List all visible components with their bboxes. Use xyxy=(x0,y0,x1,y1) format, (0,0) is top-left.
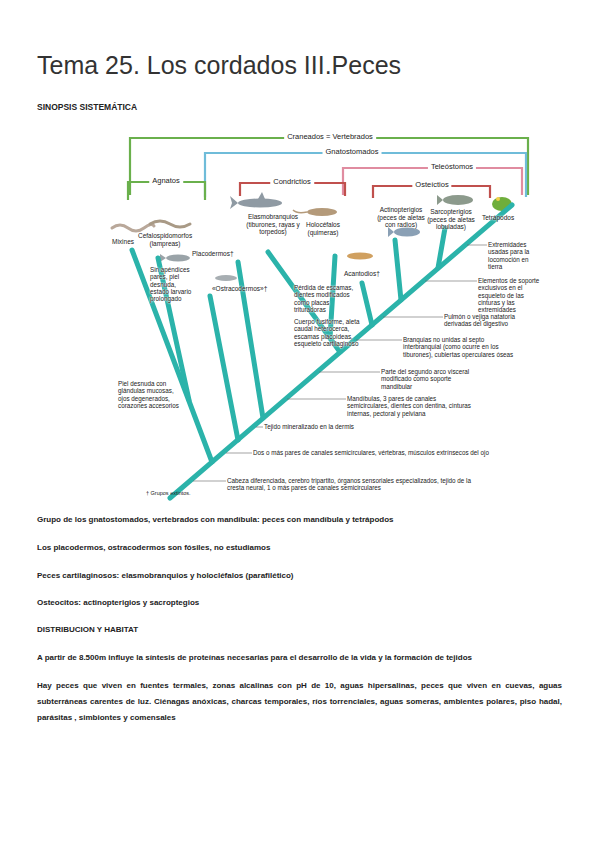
tree-branch xyxy=(362,283,372,325)
shark-sketch xyxy=(238,199,282,208)
leader-line xyxy=(319,372,380,373)
bracket-line xyxy=(205,153,526,197)
rayfin-sketch xyxy=(394,228,420,237)
chimaera-tail xyxy=(293,210,307,213)
section-heading: SINOPSIS SISTEMÁTICA xyxy=(37,102,137,112)
leader-lines xyxy=(193,245,487,481)
body-text: Osteocitos: actinopterigios y sacroptegi… xyxy=(37,597,582,608)
character-note: Branquias no unidas al septo interbranqu… xyxy=(403,336,517,358)
page-title: Tema 25. Los cordados III.Peces xyxy=(37,50,401,80)
leader-line xyxy=(287,399,346,400)
character-note: Cuerpo fusiforme, aleta caudal heterocer… xyxy=(294,318,374,347)
character-note: Sin apéndices pares, piel desnuda, estad… xyxy=(150,266,196,302)
placoderm-sketch xyxy=(166,255,190,262)
acanthodian-sketch xyxy=(347,253,373,260)
lamprey-sketch xyxy=(150,221,190,227)
taxon-label: Holocéfalos (quimeras) xyxy=(300,221,346,236)
tree-branch xyxy=(438,228,445,268)
bracket-line xyxy=(343,168,522,195)
tree-branch xyxy=(210,296,238,440)
taxon-label: Actinopterigios (peces de aletas con rad… xyxy=(372,206,430,229)
lobefin-tail xyxy=(437,195,443,205)
clade-bracket-label: Craneados = Vertebrados xyxy=(284,132,376,142)
character-note: Pérdida de escamas, dientes modificados … xyxy=(294,284,354,313)
body-text: Grupo de los gnatostomados, vertebrados … xyxy=(37,514,582,525)
taxon-label: «Ostracodermos»† xyxy=(212,285,267,293)
character-note: Piel desnuda con glándulas mucosas, ojos… xyxy=(118,380,184,409)
clade-bracket-label: Osteíctios xyxy=(412,180,451,190)
body-text: A partir de 8.500m influye la síntesis d… xyxy=(37,652,582,663)
body-text: Peces cartilaginosos: elasmobranquios y … xyxy=(37,570,582,581)
taxon-label: Sarcopterigios (peces de aletas lobulada… xyxy=(424,208,478,231)
taxon-label: Tetrápodos xyxy=(482,214,514,222)
character-note: Mandíbulas, 3 pares de canales semicircu… xyxy=(347,395,471,417)
taxon-label: Mixines xyxy=(112,238,134,246)
shark-tail xyxy=(230,196,238,209)
clade-bracket-label: Condrictios xyxy=(270,177,314,187)
leader-line xyxy=(467,245,487,246)
body-paragraph: Hay peces que viven en fuentes termales,… xyxy=(37,678,562,726)
clade-bracket-label: Agnatos xyxy=(149,176,183,186)
chimaera-sketch xyxy=(307,208,337,216)
character-note: Parte del segundo arco visceral modifica… xyxy=(381,368,483,390)
clade-brackets xyxy=(128,138,528,200)
taxon-label: Cefalospidomorfos (lampreas) xyxy=(138,232,192,247)
taxon-label: Elasmobranquios (tiburones, rayas y torp… xyxy=(232,213,314,236)
leader-line xyxy=(356,340,402,341)
rayfin-tail xyxy=(388,227,394,237)
taxon-label: Placodermos† xyxy=(192,250,234,258)
ostracoderm-sketch xyxy=(215,275,237,281)
character-note: Dos o más pares de canales semicirculare… xyxy=(253,449,489,456)
tree-branch xyxy=(395,240,401,300)
leader-line xyxy=(425,281,477,282)
character-note: Extremidades usadas para la locomoción e… xyxy=(488,241,540,270)
taxon-label: Acantodios† xyxy=(344,270,380,278)
leader-line xyxy=(383,317,443,318)
hagfish-sketch xyxy=(112,224,154,231)
character-note: Cabeza diferenciada, cerebro tripartito,… xyxy=(227,477,487,492)
character-note: Tejido mineralizado en la dermis xyxy=(264,423,354,430)
tree-branch xyxy=(132,250,212,462)
shark-fin xyxy=(258,192,265,199)
clade-bracket-label: Teleóstomos xyxy=(428,162,476,172)
leader-line xyxy=(193,481,226,482)
frog-eye xyxy=(496,197,500,201)
leader-line xyxy=(256,427,263,428)
body-text: Los placodermos, ostracodermos son fósil… xyxy=(37,542,582,553)
body-text: DISTRIBUCION Y HABITAT xyxy=(37,624,582,635)
character-note: Pulmón o vejiga natatoria derivadas del … xyxy=(444,313,518,328)
character-note: Elementos de soporte exclusivos en el es… xyxy=(478,277,542,313)
lobefin-sketch xyxy=(443,195,473,205)
clade-bracket-label: Gnatostomados xyxy=(323,147,382,157)
footnote: † Grupos extintos. xyxy=(146,490,191,496)
leader-line xyxy=(226,453,252,454)
